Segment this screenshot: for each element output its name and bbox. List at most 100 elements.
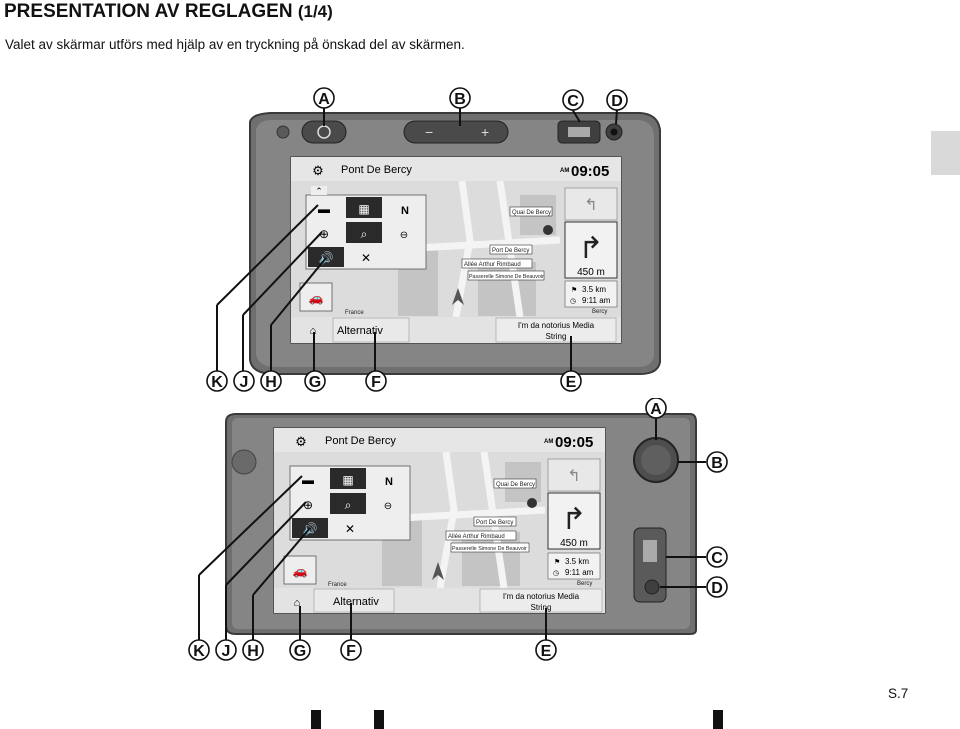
compass-north-icon[interactable]: N xyxy=(385,476,393,488)
settings-gear-icon[interactable]: ⚙ xyxy=(295,434,307,449)
options-button[interactable] xyxy=(332,317,410,343)
callout-g: G xyxy=(304,370,326,392)
mute-icon[interactable]: ✕ xyxy=(361,251,371,265)
callout-h: H xyxy=(242,639,264,661)
svg-text:D: D xyxy=(711,580,723,597)
compass-north-icon[interactable]: N xyxy=(401,205,409,217)
page-title: PRESENTATION AV REGLAGEN (1/4) xyxy=(4,1,333,22)
callout-k: K xyxy=(206,370,228,392)
svg-text:A: A xyxy=(318,91,330,108)
zoom-in-icon[interactable]: ⊕ xyxy=(319,227,329,241)
location-name: Pont De Bercy xyxy=(325,435,396,447)
zoom-in-icon[interactable]: ⊕ xyxy=(303,498,313,512)
callout-f: F xyxy=(340,639,362,661)
turn-distance: 450 m xyxy=(560,538,588,549)
mute-icon[interactable]: ✕ xyxy=(345,522,355,536)
options-label: Alternativ xyxy=(333,596,379,608)
print-mark xyxy=(374,710,384,729)
page-number: S.7 xyxy=(888,686,909,701)
home-icon[interactable]: ⌂ xyxy=(294,597,301,609)
trip-distance: 3.5 km xyxy=(565,557,589,566)
street-label: Bercy xyxy=(577,581,592,587)
callout-f: F xyxy=(365,370,387,392)
map-3d-view-icon[interactable]: ▦ xyxy=(342,473,353,487)
top-hole-icon xyxy=(276,125,290,139)
callout-b: B xyxy=(449,87,471,109)
zoom-out-icon[interactable]: ⊖ xyxy=(384,501,392,512)
callout-a: A xyxy=(313,87,335,109)
flag-icon: ⚑ xyxy=(554,558,560,566)
trip-distance: 3.5 km xyxy=(582,285,606,294)
svg-text:B: B xyxy=(454,91,466,108)
media-button[interactable] xyxy=(495,317,617,343)
top-volume-rocker[interactable] xyxy=(403,120,509,144)
svg-text:J: J xyxy=(222,643,231,660)
page-subtitle: Valet av skärmar utförs med hjälp av en … xyxy=(5,37,465,52)
turn-distance: 450 m xyxy=(577,267,605,278)
svg-text:K: K xyxy=(211,374,223,391)
svg-text:C: C xyxy=(567,93,579,110)
callout-b: B xyxy=(706,451,728,473)
callout-g: G xyxy=(289,639,311,661)
callout-h: H xyxy=(260,370,282,392)
eta-time: 9:11 am xyxy=(565,568,594,577)
svg-text:A: A xyxy=(650,401,662,418)
svg-text:F: F xyxy=(371,374,381,391)
zoom-reset-icon[interactable]: ⌕ xyxy=(345,498,352,512)
top-device-figure: − + Quai De Bercy Port De Bercy Allée Ar… xyxy=(206,87,661,392)
media-button[interactable] xyxy=(479,588,603,613)
street-label: France xyxy=(345,310,364,316)
callout-k: K xyxy=(188,639,210,661)
media-line2: String xyxy=(531,603,552,612)
traffic-icon[interactable]: 🚗 xyxy=(309,291,324,305)
map-3d-view-icon[interactable]: ▦ xyxy=(358,202,369,216)
clock-icon: ◷ xyxy=(570,298,576,305)
svg-text:H: H xyxy=(265,374,277,391)
street-label: Quai De Bercy xyxy=(496,482,535,488)
callout-j: J xyxy=(233,370,255,392)
clock-time: 09:05 xyxy=(555,434,593,451)
svg-text:G: G xyxy=(309,374,321,391)
zoom-out-icon[interactable]: ⊖ xyxy=(400,230,408,241)
turn-right-icon: ↱ xyxy=(561,503,586,536)
volume-on-icon[interactable]: 🔊 xyxy=(319,250,334,265)
bottom-device-figure: Quai De Bercy Port De Bercy Allée Arthur… xyxy=(188,398,728,661)
print-mark xyxy=(311,710,321,729)
map-2d-view-icon[interactable]: ▬ xyxy=(318,202,330,216)
svg-text:D: D xyxy=(611,93,623,110)
flag-icon: ⚑ xyxy=(571,286,577,294)
location-name: Pont De Bercy xyxy=(341,164,412,176)
clock-ampm: AM xyxy=(560,168,569,174)
clock-ampm: AM xyxy=(544,439,553,445)
street-label: Passerelle Simone De Beauvoir xyxy=(469,274,544,280)
svg-text:K: K xyxy=(193,643,205,660)
svg-text:B: B xyxy=(711,455,723,472)
street-label: Allée Arthur Rimbaud xyxy=(448,534,505,540)
callout-d: D xyxy=(606,89,628,111)
street-label: Passerelle Simone De Beauvoir xyxy=(452,546,527,552)
media-line1: I'm da notorius Media xyxy=(518,321,595,330)
svg-text:G: G xyxy=(294,643,306,660)
street-label: Allée Arthur Rimbaud xyxy=(464,262,521,268)
bottom-jack-port xyxy=(644,579,660,595)
traffic-icon[interactable]: 🚗 xyxy=(293,564,308,578)
chevron-up-icon[interactable]: ⌃ xyxy=(315,186,323,196)
turn-right-icon: ↱ xyxy=(578,232,603,265)
street-label: France xyxy=(328,582,347,588)
zoom-reset-icon[interactable]: ⌕ xyxy=(361,227,368,241)
callout-a: A xyxy=(645,398,667,419)
callout-e: E xyxy=(560,370,582,392)
street-label: Port De Bercy xyxy=(492,248,529,254)
bottom-hole-icon xyxy=(231,449,257,475)
svg-text:F: F xyxy=(346,643,356,660)
options-label: Alternativ xyxy=(337,325,383,337)
settings-gear-icon[interactable]: ⚙ xyxy=(312,163,324,178)
options-button[interactable] xyxy=(313,588,395,613)
home-icon[interactable]: ⌂ xyxy=(310,325,317,337)
map-2d-view-icon[interactable]: ▬ xyxy=(302,473,314,487)
callout-e: E xyxy=(535,639,557,661)
previous-turn-icon: ↰ xyxy=(567,468,580,485)
callout-c: C xyxy=(562,89,584,111)
callout-j: J xyxy=(215,639,237,661)
callout-d: D xyxy=(706,576,728,598)
